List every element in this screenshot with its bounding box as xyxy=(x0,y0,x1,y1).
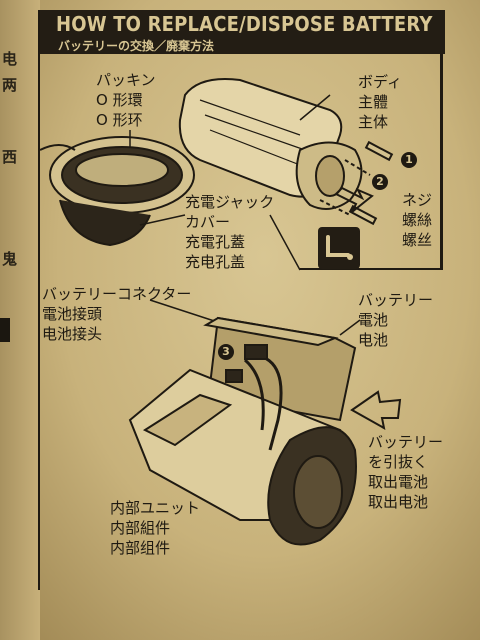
body-label-jp: ボディ xyxy=(358,73,402,91)
pull-out-label: バッテリー を引抜く 取出電池 取出电池 xyxy=(368,432,443,512)
pull-out-arrow-icon xyxy=(350,390,402,430)
gasket-label: パッキン O 形環 O 形环 xyxy=(96,70,156,130)
gasket-label-tw: O 形環 xyxy=(96,91,143,109)
callout-lines xyxy=(129,94,361,481)
arrow-icon xyxy=(334,186,374,213)
body-label: ボディ 主體 主体 xyxy=(358,72,402,132)
battery-label-jp: バッテリー xyxy=(358,291,434,309)
battery-label-tw: 電池 xyxy=(358,311,389,329)
gasket-illustration xyxy=(39,136,195,247)
frame-left-line xyxy=(38,10,40,590)
pull-out-label-jp-1: バッテリー xyxy=(368,433,444,451)
screw-label-jp: ネジ xyxy=(402,191,433,209)
margin-char: 电 xyxy=(2,50,18,68)
body-label-cn: 主体 xyxy=(358,113,389,131)
page-subtitle: バッテリーの交換／廃棄方法 xyxy=(58,39,215,53)
internal-unit-label-cn: 内部组件 xyxy=(110,539,171,557)
gasket-label-jp: パッキン xyxy=(96,71,156,89)
adjacent-page-margin: 电 两 西 鬼 xyxy=(0,0,40,640)
internal-unit-label: 内部ユニット 内部組件 内部组件 xyxy=(110,498,200,558)
internal-unit-illustration xyxy=(128,344,357,546)
screw-label: ネジ 螺絲 螺丝 xyxy=(402,190,432,250)
margin-char: 鬼 xyxy=(2,250,18,268)
connector-label-tw: 電池接頭 xyxy=(42,305,103,323)
battery-label: バッテリー 電池 电池 xyxy=(358,290,433,350)
connector-label-cn: 电池接头 xyxy=(42,325,103,343)
jack-cover-label-tw: 充電孔蓋 xyxy=(185,233,246,251)
body-label-tw: 主體 xyxy=(358,93,389,111)
pull-out-label-cn: 取出电池 xyxy=(368,493,429,511)
screw-illustration xyxy=(319,140,394,226)
jack-cover-label-cn: 充电孔盖 xyxy=(185,253,246,271)
step-3-badge: 3 xyxy=(218,344,234,360)
internal-unit-label-jp: 内部ユニット xyxy=(110,499,201,517)
margin-char: 两 xyxy=(2,76,18,94)
pull-out-label-tw: 取出電池 xyxy=(368,473,429,491)
screw-label-tw: 螺絲 xyxy=(402,211,433,229)
page-title: HOW TO REPLACE/DISPOSE BATTERY xyxy=(56,12,433,36)
battery-label-cn: 电池 xyxy=(358,331,389,349)
jack-cover-label-jp-1: 充電ジャック xyxy=(185,193,275,211)
frame-right-line xyxy=(440,10,443,270)
gasket-label-cn: O 形环 xyxy=(96,111,143,129)
internal-unit-label-tw: 内部組件 xyxy=(110,519,171,537)
jack-cover-label: 充電ジャック カバー 充電孔蓋 充电孔盖 xyxy=(185,192,274,272)
connector-label: バッテリーコネクター 電池接頭 电池接头 xyxy=(42,284,191,344)
step-1-badge: 1 xyxy=(401,152,417,168)
light-body-illustration xyxy=(178,78,363,210)
margin-tab xyxy=(0,318,10,342)
step-2-badge: 2 xyxy=(372,174,388,190)
screw-label-cn: 螺丝 xyxy=(402,231,433,249)
frame-divider-line xyxy=(300,268,442,270)
pull-out-label-jp-2: を引抜く xyxy=(368,453,429,471)
header-bar xyxy=(40,10,445,54)
margin-char: 西 xyxy=(2,148,18,166)
jack-cover-label-jp-2: カバー xyxy=(185,213,231,231)
connector-label-jp: バッテリーコネクター xyxy=(42,285,192,303)
hex-key-icon xyxy=(318,227,360,269)
